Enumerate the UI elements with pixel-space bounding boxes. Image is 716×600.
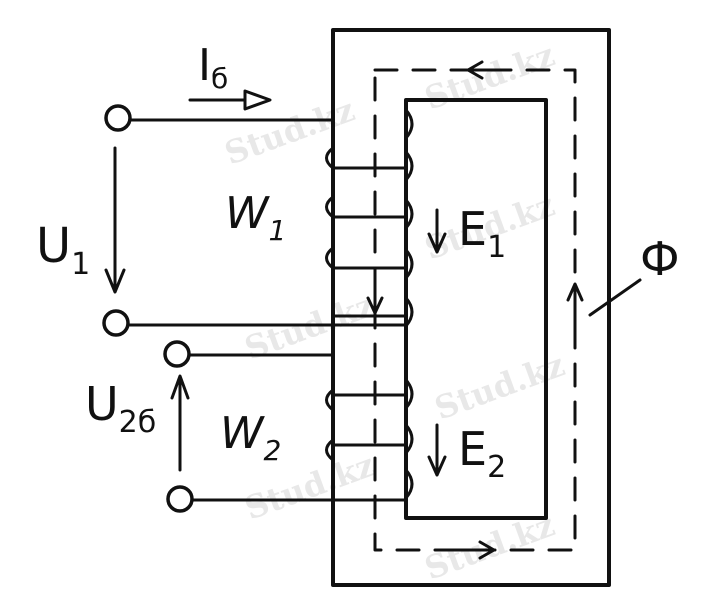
w1-label: W1 (225, 188, 286, 247)
flux-arrow-top (466, 60, 502, 80)
u2-arrow (170, 374, 190, 472)
u2-label: U2б (85, 377, 156, 440)
u1-symbol: U (36, 218, 71, 274)
flux-arrow-left (366, 268, 384, 315)
u2-symbol: U (85, 377, 119, 431)
terminal-secondary-bottom (166, 485, 194, 513)
terminal-secondary-top (163, 340, 191, 368)
watermark-text: Stud.kz (430, 346, 570, 428)
w1-symbol: W (225, 188, 270, 239)
core-outer (331, 28, 611, 587)
watermark-text: Stud.kz (220, 91, 360, 173)
flux-leader-line (588, 278, 642, 317)
u2-subscript: 2б (119, 405, 157, 440)
winding-1 (325, 108, 414, 328)
e2-subscript: 2 (487, 450, 506, 485)
w1-subscript: 1 (269, 214, 287, 247)
e2-symbol: E (458, 422, 487, 476)
u1-arrow (104, 146, 126, 294)
e2-arrow (427, 423, 447, 477)
flux-arrow-bottom (453, 540, 496, 560)
flux-arrow-right (566, 282, 584, 332)
e1-symbol: E (458, 202, 487, 256)
current-arrow (188, 89, 272, 111)
core-window (404, 98, 548, 520)
terminal-primary-bottom (102, 309, 130, 337)
u1-label: U1 (36, 218, 90, 282)
current-subscript: б (211, 62, 228, 95)
e1-label: E1 (458, 202, 506, 265)
e2-label: E2 (458, 422, 506, 485)
e1-subscript: 1 (487, 230, 506, 265)
current-symbol: I (198, 40, 211, 91)
watermark-group: Stud.kz Stud.kz Stud.kz Stud.kz Stud.kz … (220, 36, 570, 588)
w2-subscript: 2 (264, 434, 282, 467)
flux-label: Ф (640, 232, 680, 286)
w2-symbol: W (220, 408, 265, 459)
terminal-primary-top (104, 104, 132, 132)
u1-subscript: 1 (71, 247, 90, 282)
winding-2 (325, 378, 414, 500)
e1-arrow (427, 208, 447, 254)
w2-label: W2 (220, 408, 281, 467)
watermark-text: Stud.kz (420, 36, 560, 118)
current-label: Iб (198, 40, 228, 95)
